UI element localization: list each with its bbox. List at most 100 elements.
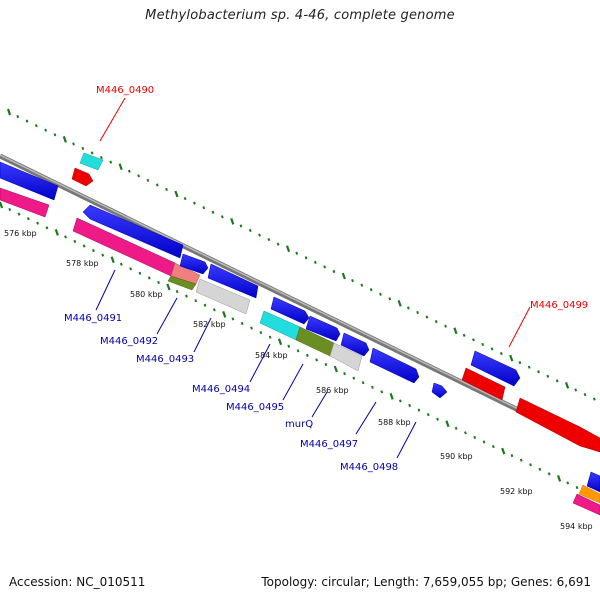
minor-tick (276, 242, 280, 246)
minor-tick (72, 142, 75, 146)
gene-m446-0493-gray[interactable] (195, 278, 251, 315)
major-tick (6, 108, 12, 116)
gene-label-m446-0495[interactable]: M446_0495 (226, 402, 284, 413)
gene-label-m446-0494[interactable]: M446_0494 (192, 384, 250, 395)
gene-blue-small-a[interactable] (179, 253, 209, 275)
gene-blue-c[interactable] (270, 296, 310, 325)
major-tick (397, 300, 402, 307)
scale-label-592: 592 kbp (500, 487, 533, 496)
minor-tick (454, 426, 458, 430)
gene-m446-0499-blue[interactable] (470, 350, 521, 387)
genome-backbone (0, 153, 600, 453)
minor-tick (351, 279, 354, 283)
genome-summary-text: Topology: circular; Length: 7,659,055 bp… (261, 575, 591, 589)
gene-label-murq[interactable]: murQ (285, 419, 313, 430)
major-tick (166, 283, 171, 291)
gene-murq-gray[interactable] (329, 342, 363, 372)
gene-m446-0490-red[interactable] (71, 167, 94, 187)
minor-tick (81, 146, 85, 151)
minor-tick (147, 276, 151, 280)
gene-m446-0491-blue[interactable] (82, 204, 184, 259)
major-tick (277, 338, 283, 346)
minor-tick (555, 379, 559, 383)
minor-tick (583, 392, 587, 397)
scale-label-578: 578 kbp (66, 259, 99, 268)
gene-m446-0498-blue[interactable] (431, 382, 448, 399)
gene-blue-e[interactable] (340, 332, 370, 357)
minor-tick (127, 169, 131, 173)
minor-tick (296, 349, 300, 353)
minor-tick (231, 317, 235, 321)
scale-label-580: 580 kbp (130, 290, 163, 299)
minor-tick (138, 271, 142, 275)
gene-label-m446-0491[interactable]: M446_0491 (64, 313, 122, 324)
minor-tick (220, 215, 224, 219)
minor-tick (566, 481, 570, 485)
gene-m446-0490-cyan[interactable] (79, 152, 104, 171)
gene-right-orange[interactable] (578, 484, 600, 504)
gene-red-a[interactable] (461, 367, 506, 401)
minor-tick (239, 224, 243, 228)
minor-tick (82, 244, 86, 248)
leader-m446-0499 (508, 306, 531, 348)
minor-tick (379, 292, 382, 296)
scale-label-586: 586 kbp (316, 386, 349, 395)
minor-tick (491, 444, 495, 449)
minor-tick (250, 326, 253, 330)
gene-label-m446-0499[interactable]: M446_0499 (530, 300, 588, 311)
minor-tick (34, 124, 38, 128)
minor-tick (426, 413, 430, 417)
major-tick (110, 256, 115, 264)
gene-red-b[interactable] (515, 397, 600, 453)
minor-tick (53, 133, 57, 137)
gene-label-m446-0490[interactable]: M446_0490 (96, 85, 154, 96)
scale-label-576: 576 kbp (4, 229, 37, 238)
minor-tick (101, 253, 105, 257)
outer-tick-dots (6, 108, 596, 401)
major-tick (118, 163, 123, 171)
gene-left-pink[interactable] (0, 187, 50, 218)
minor-tick (529, 463, 532, 467)
leader-m446-0493 (193, 317, 212, 353)
gene-label-m446-0497[interactable]: M446_0497 (300, 439, 358, 450)
inner-tick-dots (0, 201, 598, 499)
minor-tick (361, 381, 365, 385)
gene-left-blue[interactable] (0, 161, 59, 201)
minor-tick (202, 206, 206, 210)
major-tick (230, 218, 235, 225)
major-tick (62, 135, 67, 143)
minor-tick (510, 454, 514, 458)
gene-label-m446-0498[interactable]: M446_0498 (340, 462, 398, 473)
minor-tick (380, 390, 384, 394)
minor-tick (17, 212, 21, 216)
gene-right-pink[interactable] (572, 493, 600, 516)
minor-tick (248, 228, 252, 233)
scale-label-590: 590 kbp (440, 452, 473, 461)
major-tick (445, 420, 450, 428)
gene-right-blue[interactable] (586, 471, 600, 493)
minor-tick (157, 280, 160, 285)
minor-tick (211, 210, 215, 214)
minor-tick (343, 372, 346, 376)
minor-tick (406, 306, 410, 310)
minor-tick (547, 472, 551, 476)
leader-m446-0498 (396, 421, 417, 459)
scale-label-588: 588 kbp (378, 418, 411, 427)
minor-tick (574, 388, 578, 392)
gene-m446-0492-olive[interactable] (167, 275, 197, 291)
minor-tick (212, 308, 216, 312)
major-tick (556, 475, 562, 482)
gene-blue-d[interactable] (305, 315, 341, 342)
major-tick (509, 354, 514, 362)
gene-m446-0497-blue[interactable] (369, 347, 420, 384)
minor-tick (527, 365, 531, 369)
leader-m446-0497 (355, 401, 377, 435)
scale-label-584: 584 kbp (255, 351, 288, 360)
minor-tick (537, 370, 540, 374)
minor-tick (119, 262, 123, 266)
gene-label-m446-0493[interactable]: M446_0493 (136, 354, 194, 365)
gene-label-m446-0492[interactable]: M446_0492 (100, 336, 158, 347)
accession-text: Accession: NC_010511 (9, 575, 146, 589)
gene-blue-b[interactable] (207, 263, 259, 299)
